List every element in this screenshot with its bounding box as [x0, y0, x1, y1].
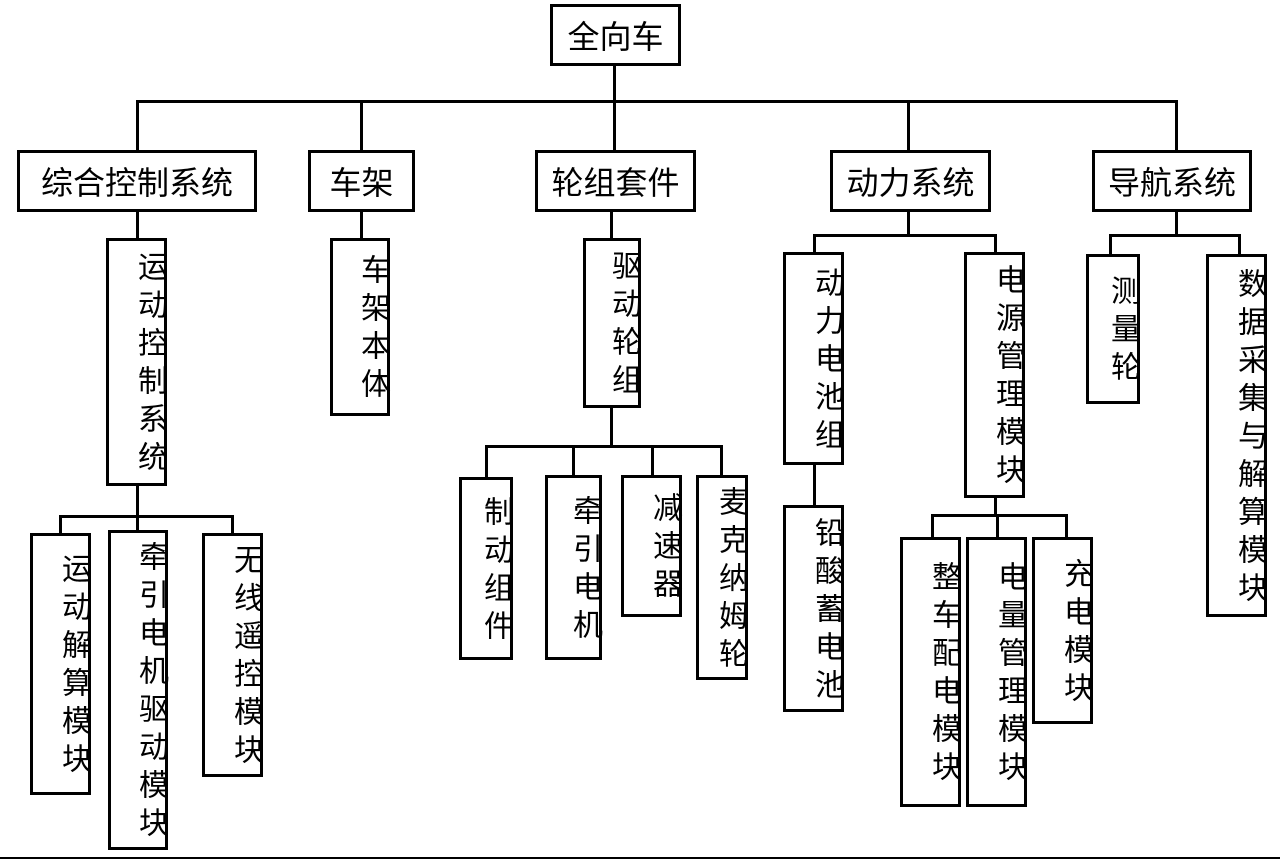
connector-line — [610, 406, 613, 448]
connector-line — [813, 463, 816, 507]
node-power-system: 动力系统 — [830, 150, 991, 212]
connector-line — [813, 234, 997, 237]
connector-line — [360, 100, 363, 152]
connector-line — [1065, 514, 1068, 539]
node-integrated-control: 综合控制系统 — [17, 150, 257, 212]
connector-line — [485, 445, 488, 479]
node-mecanum-wheel: 麦克纳姆轮 — [696, 475, 748, 680]
connector-line — [136, 210, 139, 240]
connector-line — [994, 234, 997, 254]
connector-line — [613, 64, 616, 102]
node-data-acquisition-module: 数据采集与解算模块 — [1206, 254, 1267, 617]
connector-line — [59, 515, 234, 518]
connector-line — [651, 445, 654, 477]
connector-line — [994, 496, 997, 516]
connector-line — [1109, 234, 1241, 237]
node-vehicle-power-distribution-module: 整车配电模块 — [900, 537, 961, 807]
node-navigation-system: 导航系统 — [1092, 150, 1252, 212]
root-node: 全向车 — [550, 4, 681, 66]
node-drive-wheel-set: 驱动轮组 — [583, 238, 641, 408]
connector-line — [360, 210, 363, 240]
node-charging-module: 充电模块 — [1032, 537, 1093, 724]
connector-line — [613, 100, 616, 152]
connector-line — [813, 234, 816, 254]
node-measuring-wheel: 测量轮 — [1086, 254, 1140, 404]
connector-line — [485, 445, 723, 448]
node-power-management-module: 电源管理模块 — [964, 252, 1025, 498]
bottom-rule — [0, 857, 1280, 859]
node-power-battery-pack: 动力电池组 — [783, 252, 844, 465]
connector-line — [931, 514, 1068, 517]
connector-line — [1175, 210, 1178, 236]
node-energy-management-module: 电量管理模块 — [966, 537, 1027, 807]
node-motion-solve-module: 运动解算模块 — [30, 533, 91, 795]
connector-line — [1238, 234, 1241, 256]
connector-line — [136, 100, 1178, 103]
connector-line — [572, 445, 575, 477]
node-motion-control-system: 运动控制系统 — [106, 238, 167, 486]
node-wireless-remote-module: 无线遥控模块 — [202, 533, 263, 777]
node-wheel-kit: 轮组套件 — [535, 150, 696, 212]
node-traction-motor-drive-module: 牵引电机驱动模块 — [108, 530, 168, 850]
connector-line — [907, 210, 910, 236]
connector-line — [1175, 100, 1178, 152]
node-lead-acid-battery: 铅酸蓄电池 — [783, 505, 844, 712]
connector-line — [59, 515, 62, 535]
node-brake-assembly: 制动组件 — [459, 477, 513, 660]
node-traction-motor: 牵引电机 — [545, 475, 602, 660]
node-frame-body: 车架本体 — [330, 238, 390, 416]
connector-line — [231, 515, 234, 535]
connector-line — [720, 445, 723, 477]
connector-line — [136, 484, 139, 517]
connector-line — [996, 514, 999, 539]
node-reducer: 减速器 — [621, 475, 682, 617]
connector-line — [1109, 234, 1112, 256]
connector-line — [907, 100, 910, 152]
connector-line — [610, 210, 613, 240]
connector-line — [136, 515, 139, 532]
connector-line — [136, 100, 139, 152]
node-frame: 车架 — [308, 150, 415, 212]
connector-line — [931, 514, 934, 539]
